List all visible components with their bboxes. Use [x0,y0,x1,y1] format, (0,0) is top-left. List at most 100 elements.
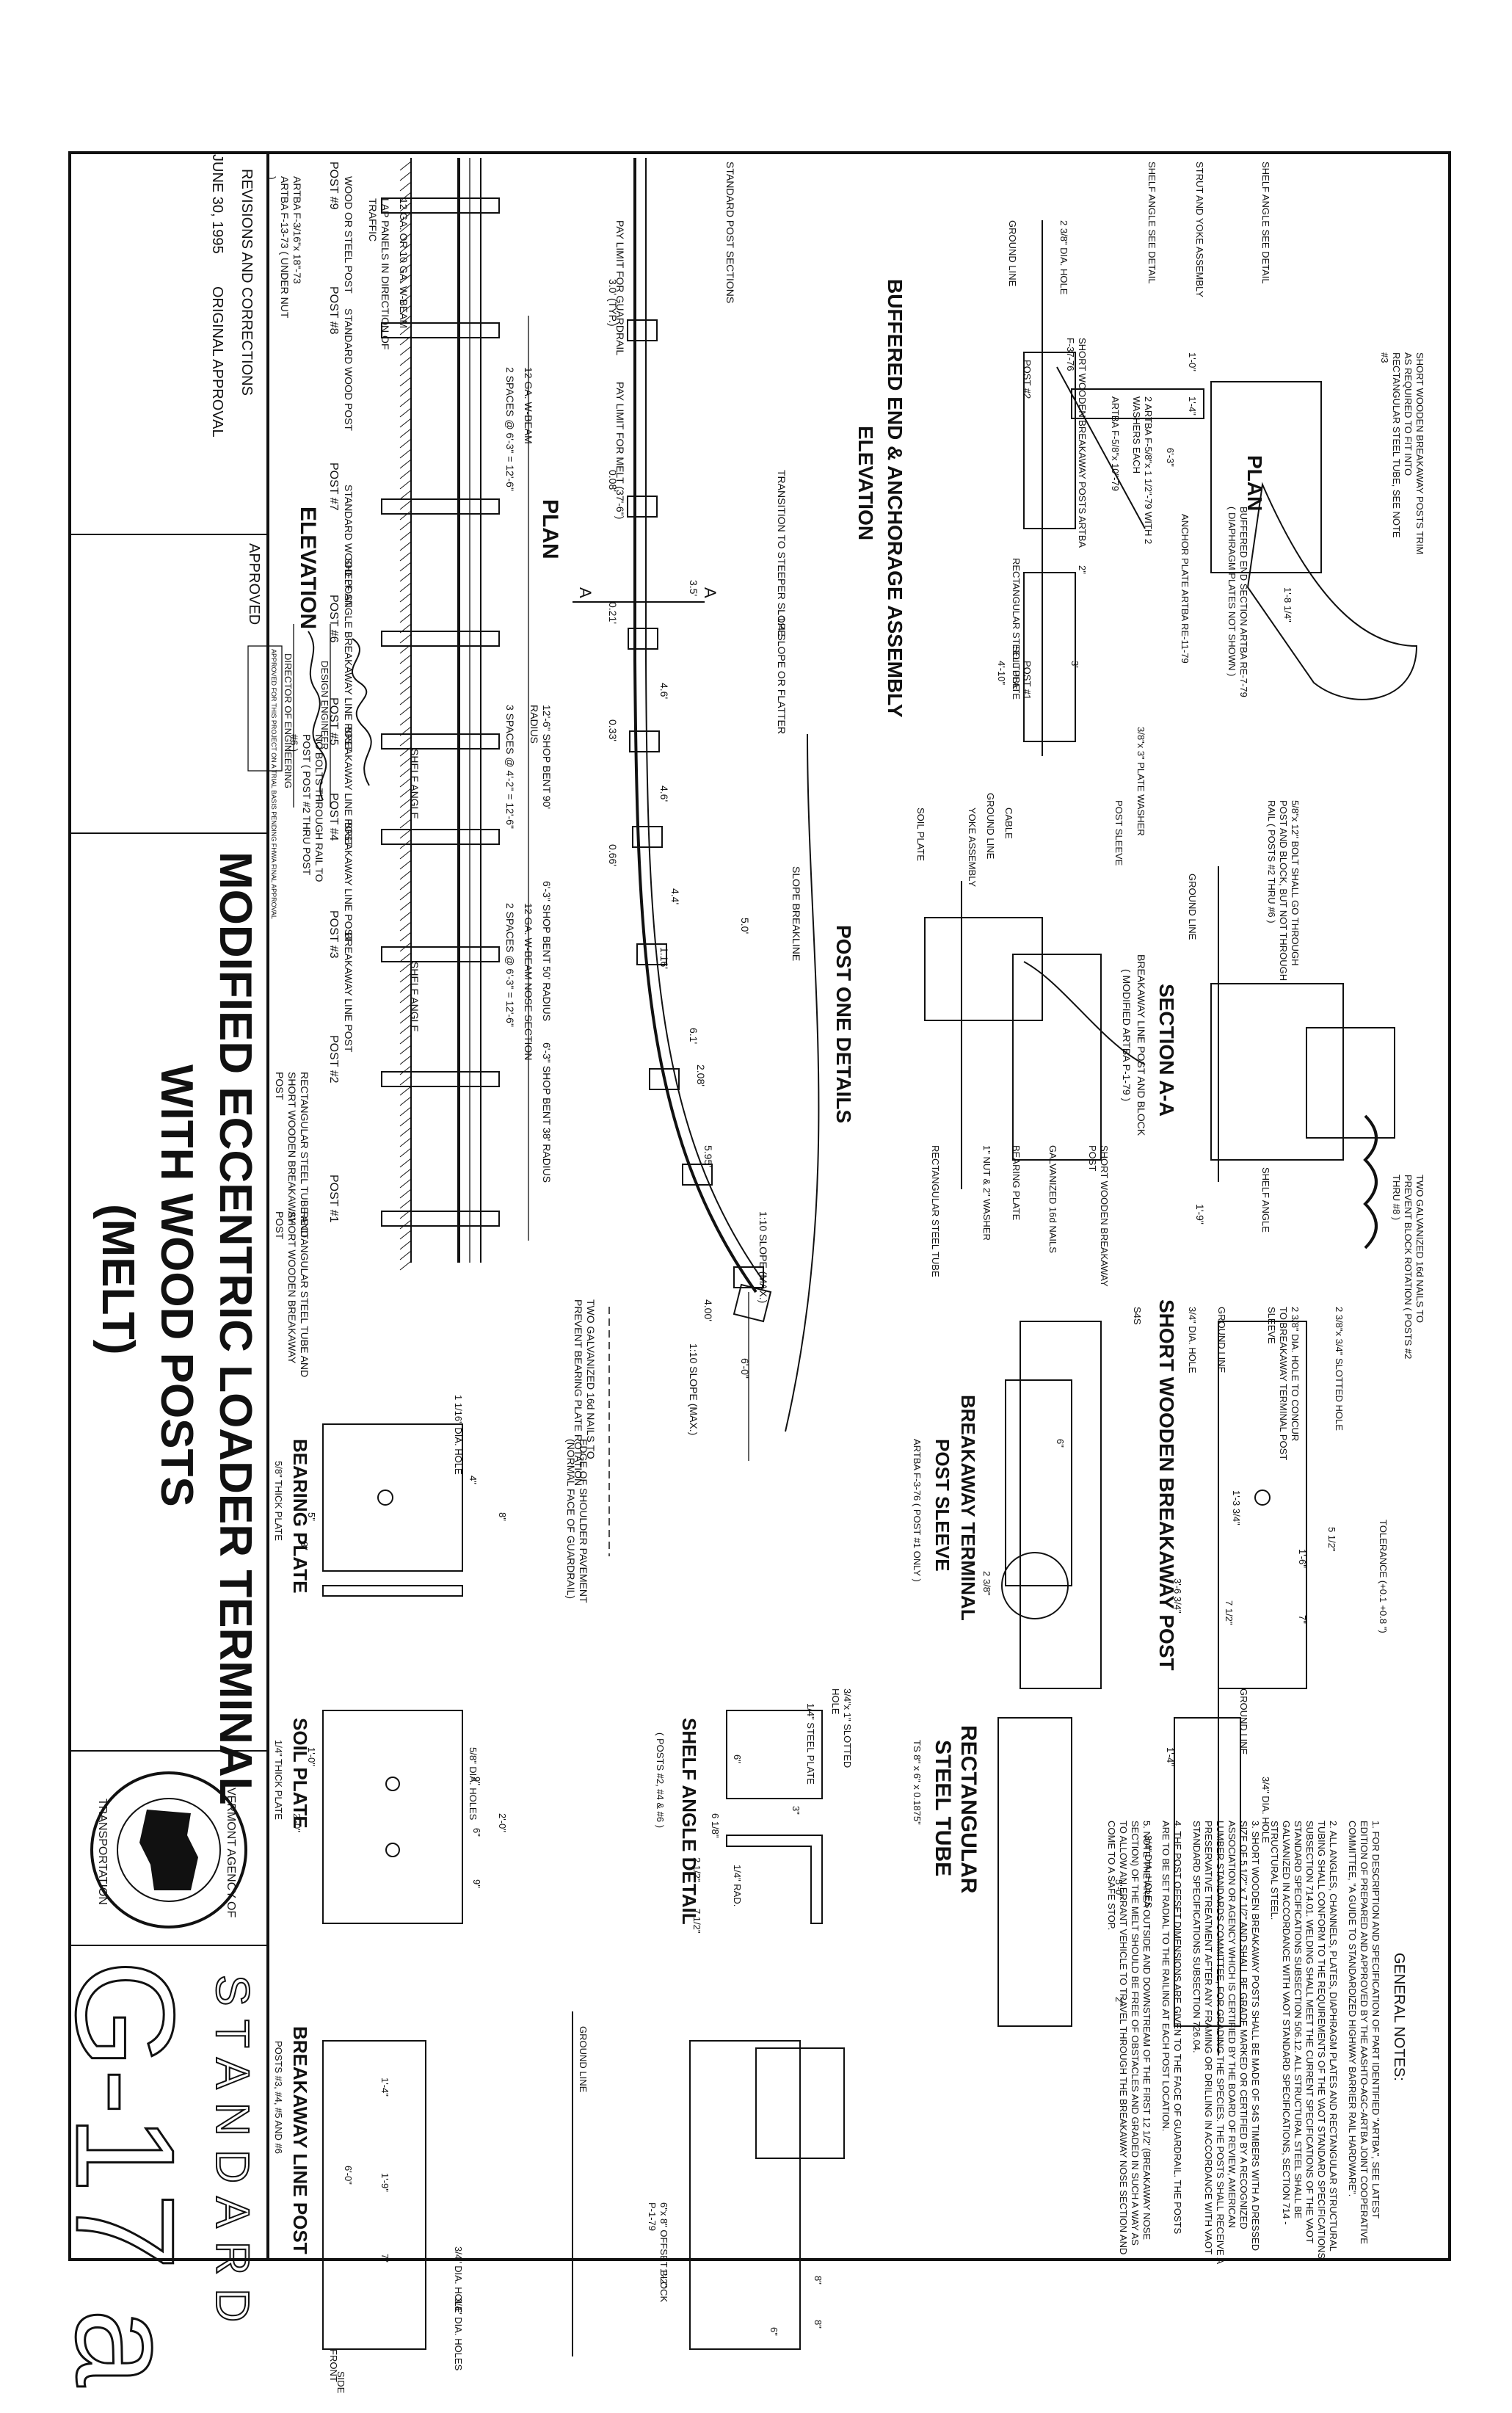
plan-note: 1:4 SLOPE OR FLATTER [776,617,788,734]
plan-dimension: 5.0' [739,918,751,934]
short-post-dimension: 7" [1297,1615,1308,1624]
seal-text-top: VERMONT AGENCY OF [225,1788,237,1917]
buffered-end-dimension: 1'-8 1/4" [1282,587,1293,623]
elevation-note: RECTANGULAR STEEL TUBE ANDSHORT WOODEN B… [274,1211,310,1377]
soil-plate-subtitle: 1/4" THICK PLATE [273,1740,284,1820]
general-note-item: 4. THE POST OFFSET DIMENSIONS ARE GIVEN … [1160,1821,1183,2235]
line-post-note: FRONT [328,2349,339,2382]
buffered-end-note: POST #2 [1022,360,1033,399]
ground-hatching [399,161,412,1271]
elevation-note: 12 GA. W-BEAM [523,367,534,444]
post-one-note: CABLE [1003,808,1014,839]
section-aa-subtitle1: BREAKAWAY LINE POST AND BLOCK [1135,954,1147,1136]
section-block [1306,1027,1395,1139]
buffered-end-dimension: 2" [1077,565,1088,574]
elevation-note: 12'-6" SHOP BENT 90'RADIUS [528,705,553,809]
plan-post [627,319,658,341]
line-post-dimension: 6" [768,2327,779,2336]
short-post-dimension: 1'-3 3/4" [1231,1490,1242,1525]
buffered-end-note: SOIL PLATE [1011,646,1022,700]
post-one-note: SOIL PLATE [915,808,926,861]
shelf-angle-dimension: 6" [732,1755,743,1763]
soil-plate-dimension: 2'-0" [497,1813,508,1832]
elevation-note: 6'-3" SHOP BENT 38' RADIUS [541,1042,553,1183]
tube-dimension: 2" [1113,1997,1124,2006]
bearing-plate-note: 1 1/16" DIA. HOLE [453,1395,464,1475]
title-line1: MODIFIED ECCENTRIC LOADER TERMINAL [210,852,261,1805]
elevation-post [381,631,500,647]
plan-post [733,1266,764,1288]
elevation-post [381,1071,500,1087]
director-signature [308,631,327,801]
short-post-note: GROUND LINE [1216,1307,1227,1374]
p1-cable [1023,961,1146,1065]
plan-dimension: 4.6' [658,785,670,802]
sleeve-body [1005,1379,1072,1586]
be-cable [1056,366,1146,529]
plan-post [629,730,660,752]
elevation-note: 3 SPACES @ 4'-2" = 12'-6" [504,705,516,829]
soil-plate-outline [322,1710,463,1924]
be-post-2 [1023,352,1076,529]
short-post-note: 3/4" DIA. HOLE [1187,1307,1198,1374]
shelf-angle-dimension: 3" [790,1806,802,1815]
short-post-note: TOLERANCE (+0.1 +0.8 ") [1378,1520,1389,1633]
sleeve-subtitle: ARTBA F-3-76 ( POST #1 ONLY ) [912,1439,923,1582]
elevation-post [381,733,500,750]
line-post-note: SIDE [335,2371,346,2394]
line-post-dimension: 8" [813,2320,824,2329]
elevation-note: BREAKAWAY LINE POST [343,822,355,943]
revisions-block: REVISIONS AND CORRECTIONS JUNE 30, 1995 … [209,154,255,438]
approval-stamp-box [247,645,283,772]
section-aa-note: 5/8"x 12" BOLT SHALL GO THROUGHPOST AND … [1266,800,1301,981]
general-note-item: 3. SHORT WOODEN BREAKAWAY POSTS SHALL BE… [1191,1821,1261,2264]
section-marker-a2: A [701,587,719,598]
plan-note: SLOPE BREAKLINE [790,866,802,961]
line-post-title: BREAKAWAY LINE POST [289,2026,311,2254]
short-post-note: 2 3/8" DIA. HOLE TO CONCURTO BREAKAWAY T… [1266,1307,1301,1460]
elevation-note: SHELF ANGLE [409,749,421,819]
line-post-front [322,2040,426,2350]
short-post-dimension: 7 1/2" [1224,1600,1235,1625]
bearing-plate-dimension: 8" [497,1512,508,1521]
plan-dimension: 0.21' [607,602,619,624]
buffered-end-note: 3/8"x 3" PLATE WASHER [1135,727,1146,836]
line-post-dimension: 1'-4" [379,2078,390,2097]
shelf-angle-plate [726,1710,823,1799]
soil-plate-dimension: 9" [471,1879,482,1888]
revision-date: JUNE 30, 1995 [209,154,225,254]
offset-block [755,2047,845,2159]
elevation-post [381,1211,500,1227]
elevation-post-label: POST #6 [327,595,340,643]
tube-dimension: 5'-0" [1113,1879,1124,1898]
line-post-note: 3/4" DIA. HOLE [453,2246,464,2313]
buffered-end-dimension: 6'-3" [1165,448,1176,467]
line-post-side [689,2040,801,2350]
shelf-angle-note: 1/4" STEEL PLATE [805,1703,816,1785]
swp-front [1019,1321,1102,1689]
title-line2: WITH WOOD POSTS [151,1064,202,1507]
section-aa-subtitle2: ( MODIFIED ARTBA P-1-79 ) [1121,969,1133,1101]
elevation-note: 12 GA. W-BEAM NOSE SECTION [523,903,534,1060]
shelf-angle-labels: SHELF ANGLE DETAIL( POSTS #2, #4 & #6 )3… [655,1688,853,1934]
buffered-end-note: GROUND LINE [1007,220,1018,287]
post-one-note: BEARING PLATE [1011,1145,1022,1221]
section-marker-a1: A [576,587,595,598]
elevation-note: 2 SPACES @ 6'-3" = 12'-6" [504,903,516,1027]
elevation-post-label: POST #3 [327,910,340,959]
sleeve-title-2: POST SLEEVE [931,1439,953,1572]
plan-dimension: 5.95' [702,1145,714,1167]
engineer-signature [352,638,372,786]
plan-dimension: 1.16' [658,947,670,969]
plan-dimension: 6.1' [688,1028,699,1044]
elevation-title: ELEVATION [296,507,320,629]
soil-plate-hole-1 [385,1777,400,1791]
revision-note: ORIGINAL APPROVAL [209,286,225,438]
elevation-post-label: POST #2 [327,1035,340,1084]
plan-rail-curve-inner [645,158,764,1282]
